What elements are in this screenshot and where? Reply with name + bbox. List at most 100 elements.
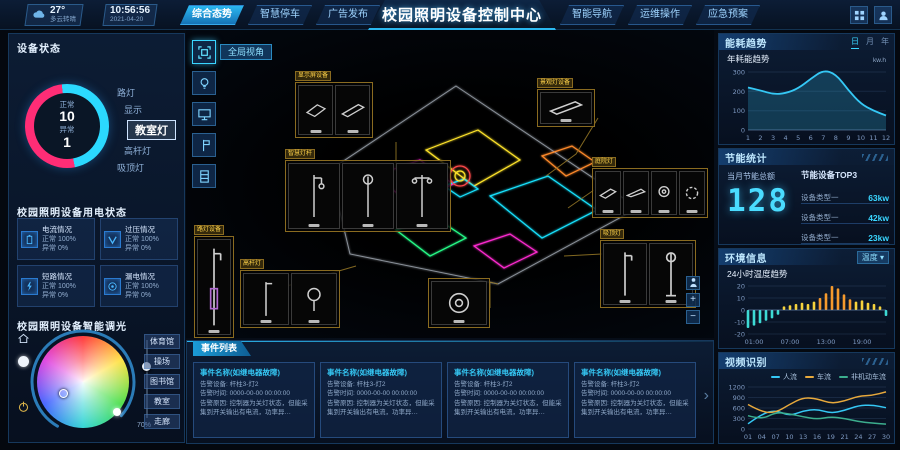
svg-text:0: 0	[741, 307, 745, 315]
svg-text:20: 20	[737, 283, 745, 291]
tab-overview[interactable]: 综合态势	[180, 5, 244, 25]
video-recognition-title: 视频识别	[725, 357, 767, 369]
svg-text:19:00: 19:00	[853, 338, 872, 346]
map-zoom-controls: + −	[686, 276, 700, 324]
legend-display[interactable]: 显示	[124, 105, 143, 115]
top3-name: 设备类型一	[801, 193, 839, 202]
apps-grid-button[interactable]	[850, 6, 868, 24]
power-status-grid: 电流情况 正常 100% 异常 0% 过压情况 正常 100% 异常 0% 短路…	[17, 218, 178, 307]
color-wheel-selector[interactable]	[59, 389, 69, 399]
legend-classroom-light[interactable]: 教室灯	[127, 120, 176, 140]
video-chart-legend: 人流 车流 非机动车流	[771, 372, 886, 382]
device-callout: 路灯设备	[194, 218, 234, 338]
event-card: 事件名称(如继电器故障) 告警设备: 杆柱3-灯2 告警时间: 0000-00-…	[193, 362, 315, 438]
top3-value: 42kw	[868, 213, 889, 223]
energy-saving-title: 节能统计	[725, 153, 767, 165]
svg-text:7: 7	[821, 134, 825, 142]
energy-saving-panel: 节能统计 当月节能总额 128 节能设备TOP3 设备类型一 63kw 设备类型…	[718, 148, 895, 245]
power-card-overvoltage: 过压情况 正常 100% 异常 0%	[100, 218, 178, 260]
svg-text:07:00: 07:00	[781, 338, 800, 346]
global-view-button[interactable]	[192, 40, 216, 64]
svg-text:11: 11	[869, 134, 877, 142]
event-name: 事件名称(如继电器故障)	[454, 368, 534, 377]
light-layer-button[interactable]	[192, 71, 216, 95]
device-status-title: 设备状态	[17, 44, 61, 55]
svg-text:13:00: 13:00	[817, 338, 836, 346]
zoom-out-button[interactable]: −	[686, 310, 700, 324]
period-tab-month[interactable]: 月	[866, 37, 874, 46]
event-time: 告警时间: 0000-00-00 00:00:00	[200, 390, 290, 397]
monitor-icon	[197, 108, 211, 120]
header: 27° 多云转晴 10:56:56 2021-04-20 综合态势 智慧停车 广…	[0, 0, 900, 30]
event-time: 告警时间: 0000-00-00 00:00:00	[581, 390, 671, 397]
legend-ceiling-light[interactable]: 吸顶灯	[117, 163, 145, 173]
signpost-layer-button[interactable]	[192, 133, 216, 157]
cabinet-icon	[199, 169, 209, 183]
legend-streetlight[interactable]: 路灯	[117, 88, 136, 98]
temperature-chart-subtitle: 24小时温度趋势	[727, 269, 788, 279]
weather-desc: 多云转晴	[50, 16, 76, 23]
tab-emergency[interactable]: 应急预案	[696, 5, 760, 25]
leakage-icon	[108, 281, 117, 291]
svg-text:2: 2	[758, 134, 762, 142]
device-callout: 显示屏设备	[295, 64, 373, 138]
locate-button[interactable]	[686, 276, 700, 290]
svg-text:300: 300	[733, 415, 745, 423]
bulb-white-icon[interactable]	[18, 356, 29, 367]
power-card-abnormal: 异常 0%	[42, 245, 69, 252]
device-callout	[428, 278, 490, 328]
room-classroom[interactable]: 教室	[144, 394, 180, 409]
power-icon[interactable]	[17, 400, 30, 413]
normal-label: 正常	[59, 99, 75, 109]
svg-text:4: 4	[784, 134, 788, 142]
power-card-name: 电流情况	[42, 225, 72, 234]
room-library[interactable]: 图书馆	[144, 374, 180, 389]
tab-operations[interactable]: 运维操作	[628, 5, 692, 25]
events-next-button[interactable]: ›	[703, 387, 709, 404]
home-icon[interactable]	[17, 332, 30, 345]
hatch-decor	[862, 154, 888, 161]
tab-navigation[interactable]: 智能导航	[560, 5, 624, 25]
period-tab-year[interactable]: 年	[881, 37, 889, 46]
event-reason: 告警原因: 控制器为关灯状态，但能采集到开关输出有电流，功率异…	[581, 400, 689, 416]
power-card-name: 短路情况	[42, 272, 72, 281]
cabinet-layer-button[interactable]	[192, 164, 216, 188]
power-card-current: 电流情况 正常 100% 异常 0%	[17, 218, 95, 260]
legend-highpole-light[interactable]: 高杆灯	[124, 146, 152, 156]
hue-ring-thumb[interactable]	[113, 408, 121, 416]
legend-vehicle-flow: 车流	[817, 374, 831, 381]
top3-row: 设备类型一 63kw	[801, 184, 889, 204]
svg-text:01: 01	[744, 433, 752, 441]
event-card: 事件名称(如继电器故障) 告警设备: 杆柱3-灯2 告警时间: 0000-00-…	[574, 362, 696, 438]
environment-title: 环境信息	[725, 253, 767, 265]
svg-text:-10: -10	[734, 319, 745, 327]
room-gym[interactable]: 体育馆	[144, 334, 180, 349]
event-list-title: 事件列表	[193, 341, 251, 356]
clock-chip: 10:56:56 2021-04-20	[102, 4, 158, 26]
room-corridor[interactable]: 走廊	[144, 414, 180, 429]
clock-date: 2021-04-20	[110, 16, 144, 23]
tab-advertising[interactable]: 广告发布	[316, 5, 380, 25]
room-playground[interactable]: 操场	[144, 354, 180, 369]
event-name: 事件名称(如继电器故障)	[327, 368, 407, 377]
tab-parking[interactable]: 智慧停车	[248, 5, 312, 25]
power-card-abnormal: 异常 0%	[125, 292, 152, 299]
svg-text:24: 24	[854, 433, 862, 441]
power-card-normal: 正常 100%	[125, 283, 159, 290]
period-tab-day[interactable]: 日	[851, 36, 859, 49]
display-layer-button[interactable]	[192, 102, 216, 126]
zoom-in-button[interactable]: +	[686, 293, 700, 307]
callout-title: 高杆灯	[240, 259, 265, 269]
temperature-dropdown[interactable]: 温度 ▾	[856, 251, 889, 264]
campus-map[interactable]: 全局视角 显示屏设备 智慧灯杆 路灯设备 高杆灯	[186, 30, 714, 338]
svg-text:1: 1	[746, 134, 750, 142]
user-button[interactable]	[874, 6, 892, 24]
top3-title: 节能设备TOP3	[801, 170, 858, 180]
svg-text:300: 300	[733, 69, 745, 77]
signpost-icon	[202, 139, 210, 151]
svg-text:0: 0	[741, 127, 745, 135]
